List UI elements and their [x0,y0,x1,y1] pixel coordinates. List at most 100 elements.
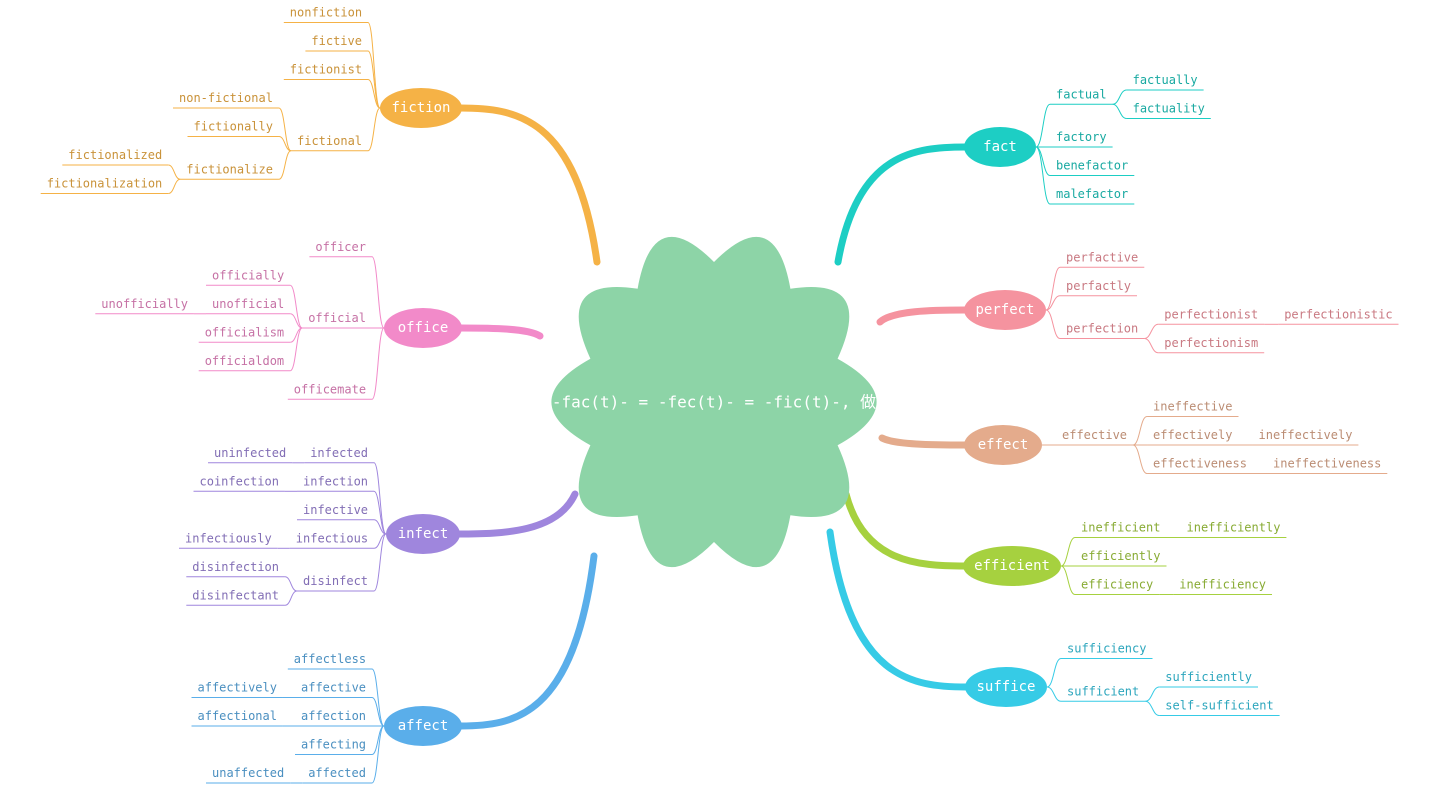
topic-fact-factual[interactable]: factual [1056,87,1107,101]
topic-perfect-perfactly[interactable]: perfactly [1066,279,1131,293]
central-topic[interactable]: -fac(t)- = -fec(t)- = -fic(t)-, 做 [551,236,877,568]
topic-perfect-perfection-perfectionist-perfectionistic[interactable]: perfectionistic [1284,307,1392,321]
topic-perfect-perfection[interactable]: perfection [1066,322,1138,336]
main-topic-fiction-label: fiction [391,100,450,116]
topic-efficient-efficiency[interactable]: efficiency [1081,578,1153,592]
connector-office-official-officially [289,284,303,329]
connector-suffice-sufficiency [1046,658,1062,688]
topic-fiction-fictional-fictionalize[interactable]: fictionalize [186,162,273,176]
connector-infect-disinfect [373,533,387,592]
topic-effect-effective-effectively-ineffectively[interactable]: ineffectively [1259,428,1353,442]
topic-affect-affecting[interactable]: affecting [301,738,366,752]
connector-fact-malefactor [1035,146,1051,205]
main-topic-affect[interactable]: affect [384,706,462,746]
connector-efficient-efficiency [1060,565,1076,595]
main-topic-fact[interactable]: fact [964,127,1036,167]
topic-fiction-fictionist[interactable]: fictionist [290,63,362,77]
trunk-fact [834,143,970,266]
topic-infect-disinfect[interactable]: disinfect [303,574,368,588]
connector-fiction-fictional-fictionalize-fictionalization [168,178,181,194]
connector-infect-disinfect-disinfectant [284,590,298,606]
topic-efficient-inefficient-inefficiently[interactable]: inefficiently [1187,521,1281,535]
topic-effect-effective-effectiveness-ineffectiveness[interactable]: ineffectiveness [1273,457,1381,471]
topic-affect-affection[interactable]: affection [301,709,366,723]
topic-affect-affected-unaffected[interactable]: unaffected [212,766,284,780]
topic-infect-infected-uninfected[interactable]: uninfected [214,446,286,460]
topic-infect-infectious[interactable]: infectious [296,531,368,545]
connector-perfect-perfactive [1045,266,1061,311]
topic-office-official-unofficial-unofficially[interactable]: unofficially [101,297,188,311]
topic-affect-affected[interactable]: affected [308,766,366,780]
connector-perfect-perfection [1045,309,1061,339]
main-topic-effect-shape [964,425,1042,465]
topic-effect-effective-ineffective[interactable]: ineffective [1153,400,1232,414]
main-topic-suffice-shape [965,667,1047,707]
topic-infect-infected[interactable]: infected [310,446,368,460]
topic-office-official-officialism[interactable]: officialism [205,325,284,339]
connector-perfect-perfection-perfectionist [1144,323,1159,339]
trunk-affect [456,552,598,730]
connector-office-officemate [371,327,385,400]
topic-efficient-inefficient[interactable]: inefficient [1081,521,1160,535]
topic-fiction-fictional-fictionally[interactable]: fictionally [194,120,273,134]
topic-affect-affectless[interactable]: affectless [294,652,366,666]
topic-affect-affection-affectional[interactable]: affectional [198,709,277,723]
topic-efficient-efficiently[interactable]: efficiently [1081,549,1160,563]
topic-office-official[interactable]: official [308,311,366,325]
main-topic-effect[interactable]: effect [964,425,1042,465]
topic-perfect-perfection-perfectionism[interactable]: perfectionism [1164,336,1258,350]
twig-connectors [40,22,1399,784]
central-topic-cloud [551,236,877,568]
topic-infect-infection-coinfection[interactable]: coinfection [200,474,279,488]
subtopic-nodes: nonfiction fictive fictionist fictional non-… [47,6,1393,781]
topic-suffice-sufficiency[interactable]: sufficiency [1067,642,1146,656]
main-topic-perfect[interactable]: perfect [964,290,1046,330]
topic-fiction-fictional[interactable]: fictional [297,134,362,148]
topic-fact-benefactor[interactable]: benefactor [1056,159,1128,173]
topic-perfect-perfection-perfectionist[interactable]: perfectionist [1164,307,1258,321]
main-topic-fiction[interactable]: fiction [380,88,462,128]
main-topic-infect-shape [386,514,460,554]
topic-affect-affective-affectively[interactable]: affectively [198,681,277,695]
topic-perfect-perfactive[interactable]: perfactive [1066,250,1138,264]
topic-infect-infection[interactable]: infection [303,474,368,488]
topic-effect-effective-effectively[interactable]: effectively [1153,428,1232,442]
topic-affect-affective[interactable]: affective [301,681,366,695]
main-topic-infect[interactable]: infect [386,514,460,554]
topic-suffice-sufficient[interactable]: sufficient [1067,684,1139,698]
topic-infect-infectious-infectiously[interactable]: infectiously [185,531,272,545]
topic-infect-infective[interactable]: infective [303,503,368,517]
topic-office-officemate[interactable]: officemate [294,382,366,396]
topic-effect-effective-effectiveness[interactable]: effectiveness [1153,457,1247,471]
topic-effect-effective[interactable]: effective [1062,428,1127,442]
topic-fact-factual-factually[interactable]: factually [1133,73,1198,87]
topic-fact-factory[interactable]: factory [1056,130,1107,144]
topic-office-officer[interactable]: officer [315,240,366,254]
topic-fact-factual-factuality[interactable]: factuality [1133,102,1205,116]
topic-office-official-officially[interactable]: officially [212,268,284,282]
main-topic-efficient-label: efficient [974,558,1050,574]
topic-fact-malefactor[interactable]: malefactor [1056,187,1128,201]
topic-fiction-fictive[interactable]: fictive [311,34,362,48]
topic-fiction-fictional-fictionalize-fictionalization[interactable]: fictionalization [47,177,163,191]
connector-efficient-inefficient [1060,537,1076,567]
topic-office-official-officialdom[interactable]: officialdom [205,354,284,368]
connector-fiction-fictional-fictionalize-fictionalized [168,164,181,180]
topic-fiction-nonfiction[interactable]: nonfiction [290,6,362,20]
topic-fiction-fictional-fictionalize-fictionalized[interactable]: fictionalized [68,148,162,162]
topic-infect-disinfect-disinfection[interactable]: disinfection [192,560,279,574]
main-topic-suffice[interactable]: suffice [965,667,1047,707]
topic-infect-disinfect-disinfectant[interactable]: disinfectant [192,588,279,602]
topic-office-official-unofficial[interactable]: unofficial [212,297,284,311]
main-topic-efficient[interactable]: efficient [963,546,1061,586]
connector-suffice-sufficient-self-sufficient [1145,700,1160,716]
connector-office-officer [371,256,385,329]
central-topic-label: -fac(t)- = -fec(t)- = -fic(t)-, 做 [552,393,876,412]
main-topic-fiction-shape [380,88,462,128]
topic-suffice-sufficient-sufficiently[interactable]: sufficiently [1165,670,1252,684]
topic-efficient-efficiency-inefficiency[interactable]: inefficiency [1179,578,1266,592]
main-topic-office[interactable]: office [384,308,462,348]
topic-fiction-fictional-non-fictional[interactable]: non-fictional [179,91,273,105]
topic-suffice-sufficient-self-sufficient[interactable]: self-sufficient [1165,699,1273,713]
